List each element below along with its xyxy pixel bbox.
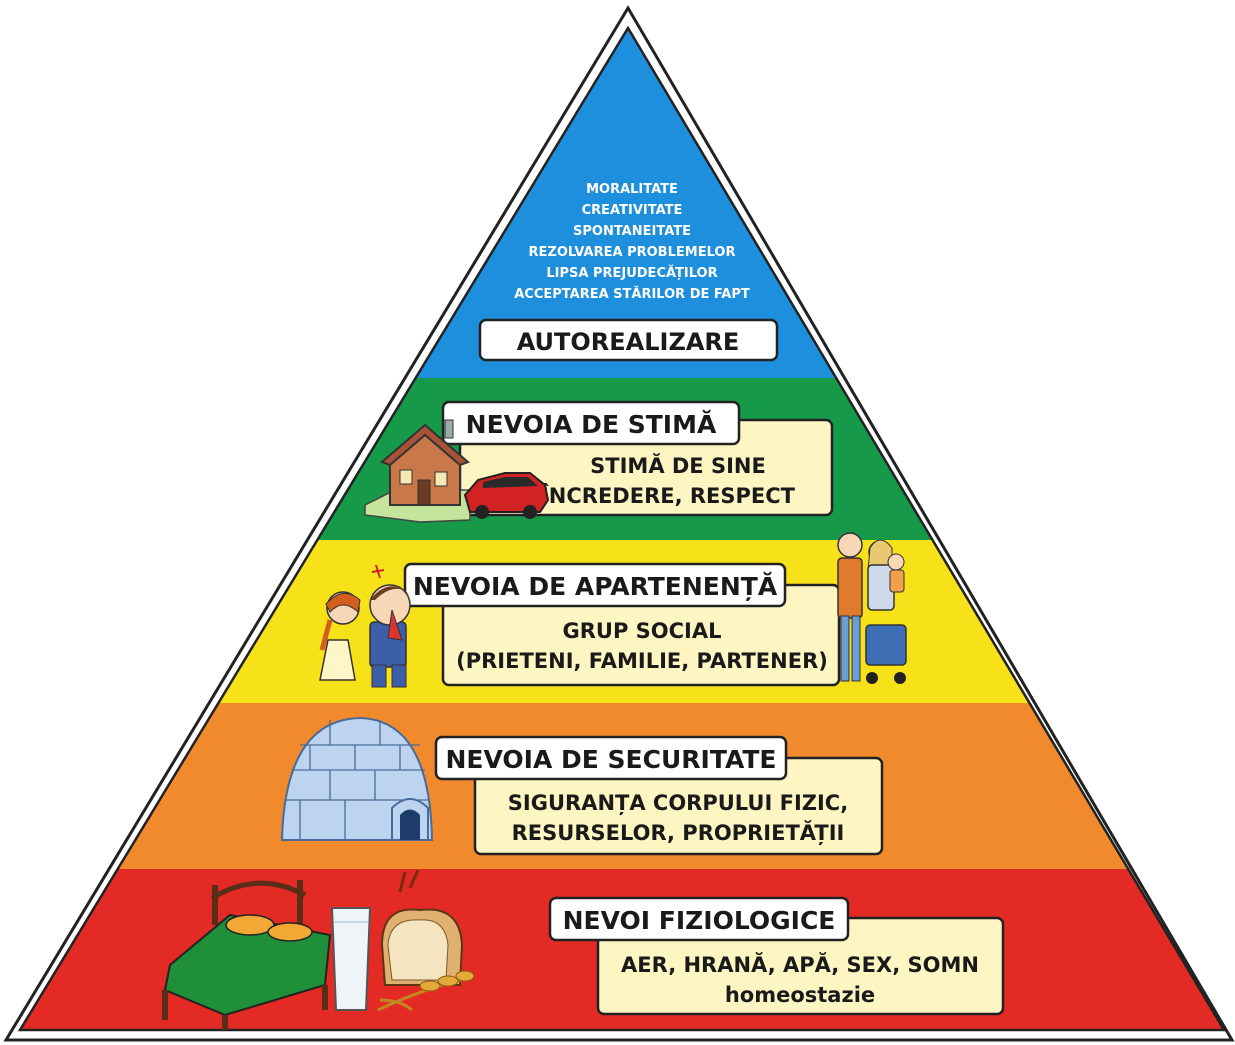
apartenenta-title: NEVOIA DE APARTENENȚĂ <box>413 571 778 601</box>
autorealizare-items: MORALITATE CREATIVITATE SPONTANEITATE RE… <box>514 182 750 302</box>
car-icon <box>463 472 550 519</box>
family-icon <box>837 532 907 684</box>
apartenenta-desc-line2: (PRIETENI, FAMILIE, PARTENER) <box>456 649 828 673</box>
level-securitate: NEVOIA DE SECURITATE SIGURANȚA CORPULUI … <box>280 716 884 856</box>
autorealizare-label-box <box>478 318 779 362</box>
kissing-children-icon <box>319 564 411 688</box>
level-fiziologice: NEVOI FIZIOLOGICE AER, HRANĂ, APĂ, SEX, … <box>162 869 1005 1030</box>
apartenenta-label-box <box>403 562 787 608</box>
apartenenta-desc-line1: GRUP SOCIAL <box>563 619 722 643</box>
bed-icon <box>162 880 332 1030</box>
stima-desc-line1: STIMĂ DE SINE <box>590 453 766 478</box>
item-spontaneitate: SPONTANEITATE <box>573 224 691 239</box>
item-moralitate: MORALITATE <box>586 182 678 197</box>
fiziologice-desc-line2: homeostazie <box>725 983 875 1007</box>
stima-label-box <box>441 400 741 446</box>
wheat-icon <box>377 970 475 1012</box>
securitate-desc-line2: RESURSELOR, PROPRIETĂȚII <box>512 820 845 846</box>
securitate-desc-line1: SIGURANȚA CORPULUI FIZIC, <box>508 791 848 816</box>
item-acceptarea-starilor: ACCEPTAREA STĂRILOR DE FAPT <box>514 286 750 302</box>
fiziologice-label-box <box>548 896 850 942</box>
fiziologice-title: NEVOI FIZIOLOGICE <box>563 906 836 935</box>
item-rezolvarea-problemelor: REZOLVAREA PROBLEMELOR <box>529 245 736 260</box>
item-creativitate: CREATIVITATE <box>582 203 683 218</box>
bread-icon <box>380 869 464 986</box>
securitate-title: NEVOIA DE SECURITATE <box>446 745 777 774</box>
level-autorealizare: MORALITATE CREATIVITATE SPONTANEITATE RE… <box>478 182 779 362</box>
igloo-icon <box>280 716 434 841</box>
stima-desc-line2: ÎNCREDERE, RESPECT <box>541 483 796 508</box>
item-lipsa-prejudecatilor: LIPSA PREJUDECĂȚILOR <box>546 265 717 281</box>
house-icon <box>364 419 471 523</box>
level-apartenenta: NEVOIA DE APARTENENȚĂ GRUP SOCIAL (PRIET… <box>319 532 907 688</box>
fiziologice-desc-line1: AER, HRANĂ, APĂ, SEX, SOMN <box>621 952 979 977</box>
glass-of-water-icon <box>330 907 372 1011</box>
autorealizare-title: AUTOREALIZARE <box>517 328 740 356</box>
stima-title: NEVOIA DE STIMĂ <box>466 409 717 439</box>
securitate-label-box <box>434 735 788 781</box>
level-stima: NEVOIA DE STIMĂ STIMĂ DE SINE ÎNCREDERE,… <box>364 400 834 523</box>
